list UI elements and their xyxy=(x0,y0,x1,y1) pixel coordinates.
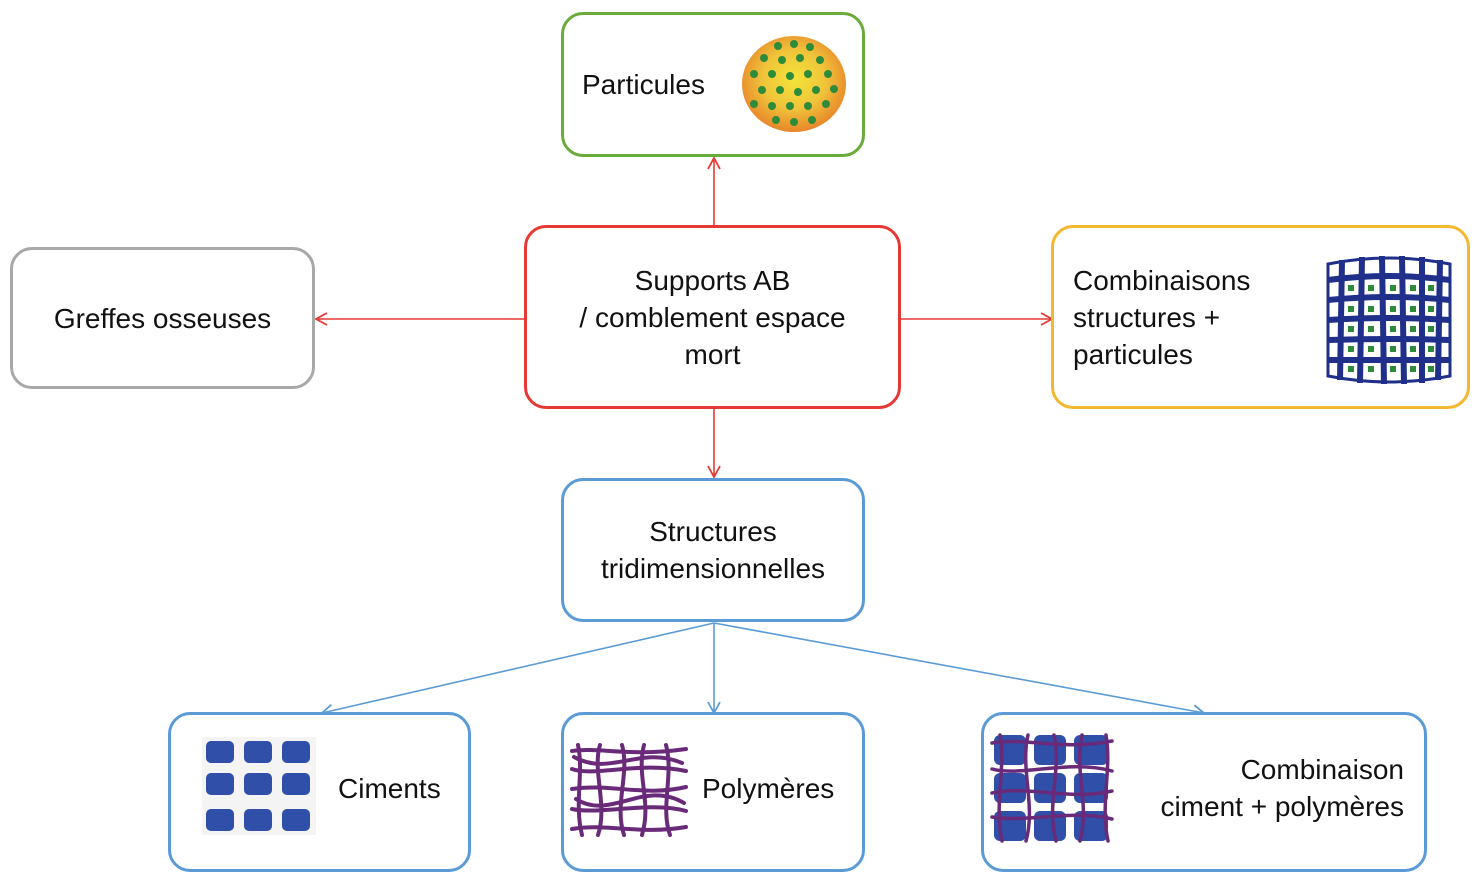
arrow-to-ciments xyxy=(320,622,715,718)
greffes-label: Greffes osseuses xyxy=(53,302,272,334)
node-combinaison-ciment-polymeres: Combinaison ciment + polymères xyxy=(981,712,1427,872)
combinaison-ciment-text: Combinaison ciment + polymères xyxy=(1160,751,1404,825)
node-ciments: Ciments xyxy=(168,712,471,872)
structures-line-1: Structures xyxy=(649,516,777,547)
structures-line-2: tridimensionnelles xyxy=(600,553,826,584)
combinaisons-line-3: particules xyxy=(1073,338,1193,370)
node-combinaisons: Combinaisons structures + particules xyxy=(1051,225,1470,409)
node-supports-ab: Supports AB / comblement espace mort xyxy=(524,225,901,409)
combinaison-line-1: Combinaison xyxy=(1240,754,1404,785)
combinaisons-line-1: Combinaisons xyxy=(1073,264,1251,296)
node-polymeres: Polymères xyxy=(561,712,865,872)
node-greffes-osseuses: Greffes osseuses xyxy=(10,247,315,389)
ciments-label: Ciments xyxy=(338,773,441,804)
cement-polymer-icon xyxy=(990,733,1114,843)
center-line-2: / comblement espace xyxy=(579,301,846,333)
polymer-mesh-icon xyxy=(570,743,688,837)
node-particules: Particules xyxy=(561,12,865,157)
node-structures: Structures tridimensionnelles xyxy=(561,478,865,622)
structures-text: Structures tridimensionnelles xyxy=(564,513,862,587)
arrow-to-combinaison xyxy=(713,622,1206,718)
center-line-1: Supports AB xyxy=(634,264,791,296)
particle-sphere-icon xyxy=(742,36,846,132)
cement-blocks-icon xyxy=(202,737,316,835)
combinaisons-line-2: structures + xyxy=(1073,301,1221,333)
connector-arrows xyxy=(314,156,1206,718)
grid-particles-icon xyxy=(1326,255,1452,385)
center-text: Supports AB / comblement espace mort xyxy=(527,262,898,373)
combinaison-line-2: ciment + polymères xyxy=(1160,791,1404,822)
polymeres-label: Polymères xyxy=(702,773,835,804)
combinaisons-text: Combinaisons structures + particules xyxy=(1073,262,1250,373)
center-line-3: mort xyxy=(684,338,741,370)
particules-label: Particules xyxy=(582,69,705,100)
